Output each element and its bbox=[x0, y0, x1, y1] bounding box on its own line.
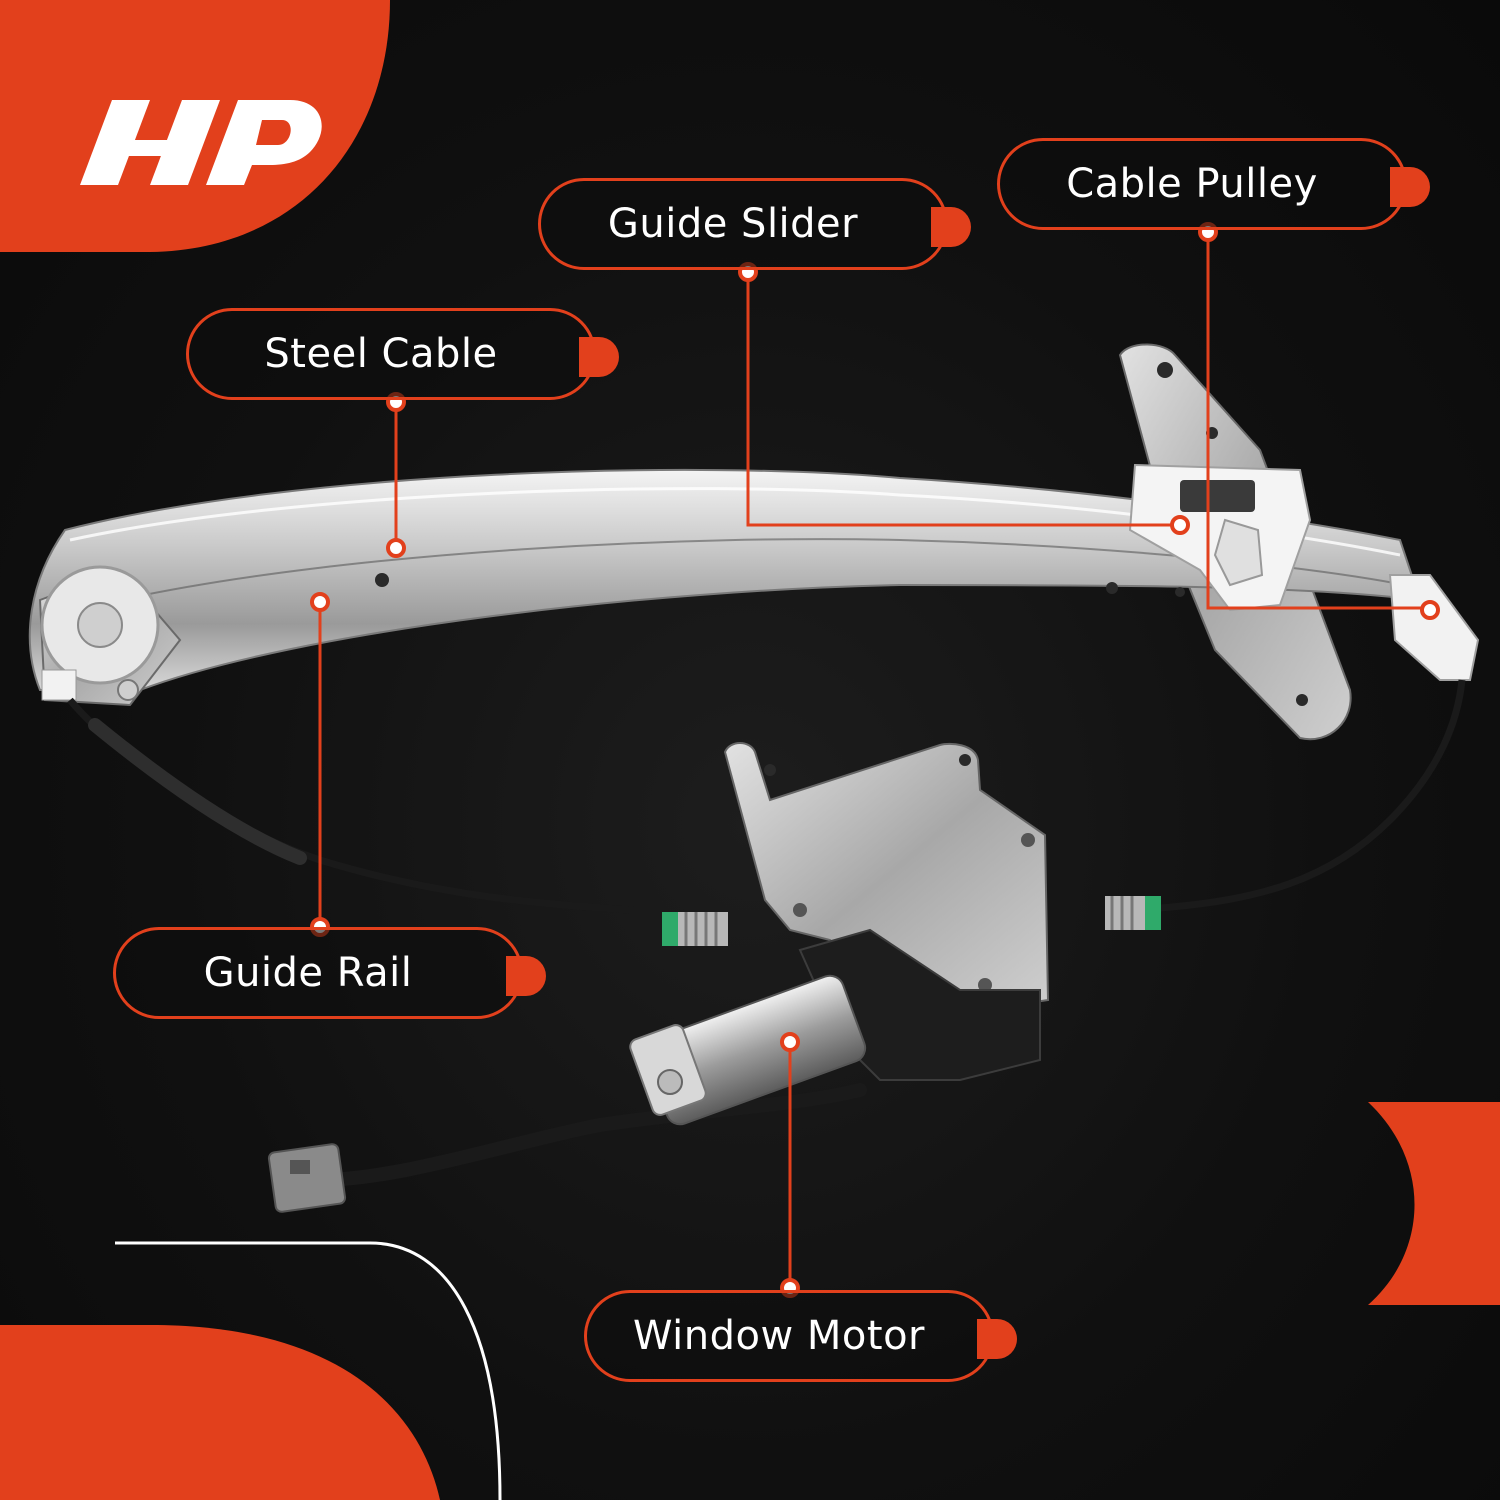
callout-cable-pulley-text: Cable Pulley bbox=[1066, 161, 1318, 207]
cable-spring-left bbox=[662, 912, 728, 946]
callout-tab bbox=[579, 337, 619, 377]
cable-spring-right bbox=[1105, 896, 1161, 930]
steel-cable-left bbox=[67, 697, 661, 916]
callout-tab bbox=[931, 207, 971, 247]
callout-tab bbox=[506, 956, 546, 996]
callout-tab bbox=[1390, 167, 1430, 207]
window-motor-body bbox=[629, 974, 867, 1126]
deco-corner-bottom-left bbox=[0, 1325, 440, 1500]
motor-wire bbox=[313, 1083, 867, 1187]
deco-corner-right bbox=[1368, 1102, 1500, 1305]
leader-lines bbox=[318, 232, 1430, 1288]
deco-outline-bottom-left bbox=[115, 1241, 502, 1500]
callout-steel-cable-text: Steel Cable bbox=[264, 331, 498, 377]
callout-cable-pulley: Cable Pulley bbox=[997, 138, 1430, 230]
callout-window-motor-text: Window Motor bbox=[632, 1313, 925, 1359]
steel-cable-right bbox=[1159, 679, 1466, 912]
callout-guide-slider-text: Guide Slider bbox=[607, 201, 859, 247]
wire-connector bbox=[267, 1143, 347, 1213]
callout-steel-cable: Steel Cable bbox=[186, 308, 619, 400]
callout-guide-rail: Guide Rail bbox=[113, 927, 546, 1019]
brand-logo bbox=[80, 100, 322, 185]
callout-window-motor: Window Motor bbox=[584, 1290, 1017, 1382]
callout-tab bbox=[977, 1319, 1017, 1359]
callout-guide-rail-text: Guide Rail bbox=[203, 950, 413, 996]
callout-guide-slider: Guide Slider bbox=[538, 178, 971, 270]
